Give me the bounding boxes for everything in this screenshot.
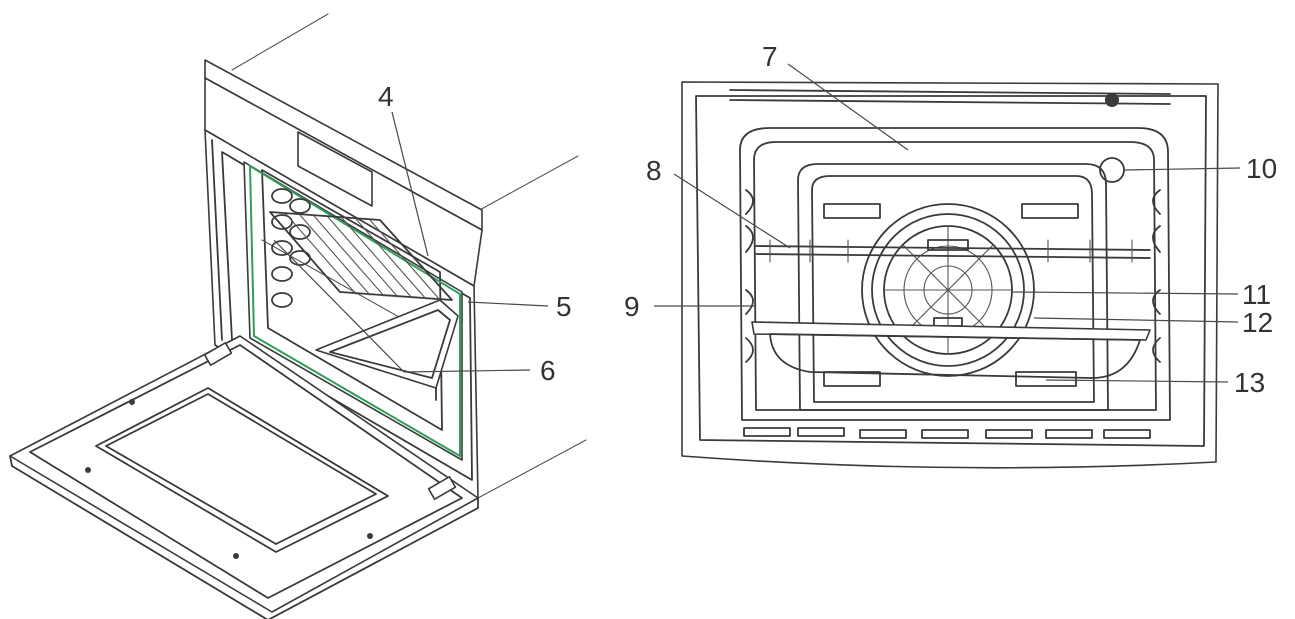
leader-11 — [1011, 291, 1239, 295]
callout-10: 10 — [1246, 153, 1277, 184]
drip-tray — [751, 321, 1151, 379]
display-window — [297, 131, 373, 207]
bottom-grille — [743, 427, 1151, 439]
leader-5 — [467, 301, 549, 307]
leader-4 — [391, 111, 429, 257]
baking-tray — [315, 299, 459, 401]
oven-perspective-view — [9, 13, 587, 619]
wire-rack — [755, 239, 1151, 263]
control-panel — [204, 59, 483, 287]
oven-door-open — [9, 335, 479, 619]
leader-6 — [403, 369, 531, 373]
door-glass-window — [95, 387, 389, 553]
oven-front-view — [681, 81, 1219, 469]
door-switch — [1105, 93, 1119, 107]
cabinet-line-top — [231, 13, 329, 71]
callout-4: 4 — [378, 81, 394, 112]
cabinet-line-right — [475, 155, 579, 213]
back-panel — [797, 163, 1109, 411]
callout-12: 12 — [1242, 307, 1273, 338]
convection-fan — [861, 203, 1035, 377]
wire-shelf — [269, 211, 453, 301]
shelf-supports-left — [271, 188, 311, 308]
leader-8 — [673, 173, 791, 249]
leader-12 — [1033, 317, 1239, 323]
leader-10 — [1123, 167, 1241, 171]
vent-slot-tl — [823, 203, 881, 219]
leader-7 — [787, 63, 909, 151]
callouts-right: 7 8 9 10 11 12 13 — [624, 41, 1277, 398]
callout-7: 7 — [762, 41, 778, 72]
cabinet-line-bottom — [477, 439, 587, 499]
shelf-supports — [745, 189, 1161, 363]
callout-5: 5 — [556, 291, 572, 322]
callout-6: 6 — [540, 355, 556, 386]
callout-13: 13 — [1234, 367, 1265, 398]
callout-9: 9 — [624, 291, 640, 322]
leader-6-branch — [273, 239, 405, 373]
leader-13 — [1045, 379, 1229, 383]
door-seal — [248, 164, 461, 458]
vent-slot-br — [1015, 371, 1077, 387]
vent-slot-tr — [1021, 203, 1079, 219]
callouts-left: 4 5 6 — [273, 81, 572, 386]
hinge-right — [427, 476, 457, 500]
callout-11: 11 — [1242, 279, 1271, 310]
callout-8: 8 — [646, 155, 662, 186]
hinge-left — [203, 342, 233, 366]
